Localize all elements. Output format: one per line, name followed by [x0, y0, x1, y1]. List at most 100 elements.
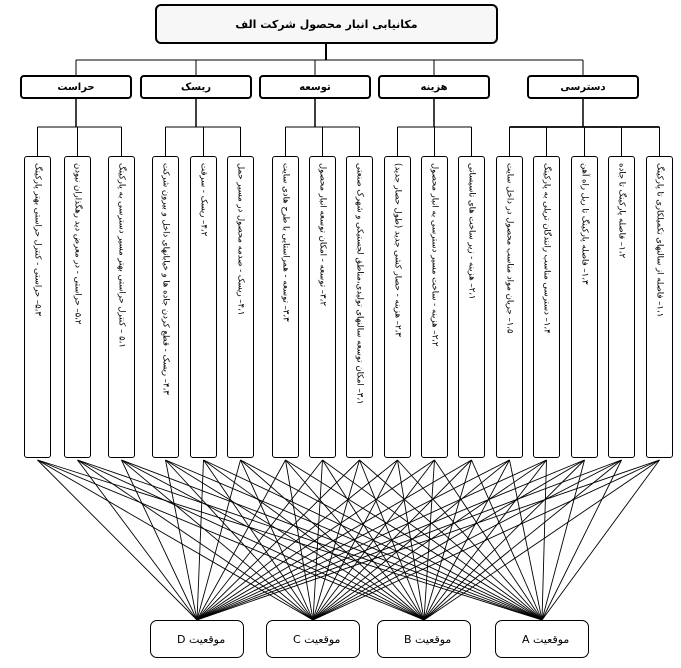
- subcriterion-alternative-link: [196, 459, 360, 621]
- subcriterion-alternative-link: [359, 459, 543, 621]
- alternative-label: موقعیت C: [293, 632, 341, 646]
- subcriterion-alternative-link: [312, 459, 435, 621]
- subcriterion-alternative-link: [312, 459, 660, 621]
- criterion-label: حراست: [57, 81, 95, 93]
- subcriterion-alternative-link: [240, 459, 425, 621]
- subcriterion-alternative-link: [203, 459, 425, 621]
- subcriterion-label: ۲،۲– هزینه - ساخت مسیر دسترسی به انبار م…: [429, 163, 440, 347]
- subcriterion-box: ۴،۳– ریسک - قطع کردن جاده ها و خیابانهای…: [152, 156, 179, 458]
- subcriterion-label: ۲،۳– هزینه - حصار کشی جدید (طول حصار جدی…: [392, 163, 403, 337]
- subcriterion-alternative-link: [423, 459, 622, 621]
- subcriterion-alternative-link: [312, 459, 510, 621]
- subcriterion-alternative-link: [312, 459, 360, 621]
- subcriterion-alternative-link: [77, 459, 425, 621]
- criterion-security: حراست: [20, 75, 132, 99]
- subcriterion-label: ۴،۱– ریسک - صدمه محصول در مسیر حمل: [235, 163, 246, 316]
- subcriterion-alternative-link: [121, 459, 314, 621]
- subcriterion-alternative-link: [121, 459, 425, 621]
- subcriterion-alternative-link: [423, 459, 472, 621]
- subcriterion-label: ۱،۱– فاصله از سالنهای تکمیلکاری تا پارکی…: [654, 163, 665, 318]
- subcriterion-alternative-link: [509, 459, 543, 621]
- subcriterion-box: ۵،۲– حراستی - در معرض دید رهگذاران نبودن: [64, 156, 91, 458]
- subcriterion-label: ۲،۱– هزینه - زیر ساخت های تاسیساتی: [466, 163, 477, 300]
- subcriterion-label: ۴،۳– ریسک - قطع کردن جاده ها و خیابانهای…: [160, 163, 171, 395]
- subcriterion-alternative-link: [240, 459, 314, 621]
- subcriterion-alternative-link: [312, 459, 472, 621]
- subcriterion-box: ۳،۲– توسعه - امکان توسعه انبار محصول: [309, 156, 336, 458]
- subcriterion-alternative-link: [285, 459, 314, 621]
- subcriterion-alternative-link: [196, 459, 547, 621]
- criterion-label: دسترسی: [560, 81, 606, 93]
- criterion-label: ریسک: [181, 81, 211, 93]
- subcriterion-box: ۱،۳– فاصله پارکینگ تا ریل راه آهن: [571, 156, 598, 458]
- subcriterion-label: ۳،۳– توسعه - همراستایی با طرح هادی سایت: [280, 163, 291, 322]
- subcriterion-alternative-link: [285, 459, 543, 621]
- subcriterion-alternative-link: [434, 459, 543, 621]
- subcriterion-label: ۱،۴– دسترسی مناسب رانندگان تریلی به پارک…: [541, 163, 552, 334]
- subcriterion-box: ۱،۲– فاصله پارکینگ تا جاده: [608, 156, 635, 458]
- subcriterion-alternative-link: [196, 459, 622, 621]
- goal-box: مکانیابی انبار محصول شرکت الف: [155, 4, 498, 44]
- goal-label: مکانیابی انبار محصول شرکت الف: [235, 17, 418, 31]
- subcriterion-alternative-link: [541, 459, 585, 621]
- criterion-risk: ریسک: [140, 75, 252, 99]
- subcriterion-alternative-link: [121, 459, 198, 621]
- subcriterion-box: ۲،۲– هزینه - ساخت مسیر دسترسی به انبار م…: [421, 156, 448, 458]
- subcriterion-alternative-link: [312, 459, 585, 621]
- subcriterion-box: ۱،۵– جریان مواد مناسب محصول در داخل سایت: [496, 156, 523, 458]
- subcriterion-alternative-link: [541, 459, 622, 621]
- subcriterion-box: ۴،۲– ریسک - سرقت: [190, 156, 217, 458]
- subcriterion-box: ۲،۳– هزینه - حصار کشی جدید (طول حصار جدی…: [384, 156, 411, 458]
- subcriterion-alternative-link: [196, 459, 286, 621]
- alternative-label: موقعیت B: [404, 632, 452, 646]
- subcriterion-alternative-link: [203, 459, 314, 621]
- alternative-d: موقعیت D: [150, 620, 244, 658]
- subcriterion-alternative-link: [196, 459, 398, 621]
- criterion-cost: هزینه: [378, 75, 490, 99]
- subcriterion-alternative-link: [196, 459, 585, 621]
- subcriterion-label: ۵،۳– حراستی - کنترل حراستی بهتر پارکینگ: [32, 163, 43, 316]
- criterion-label: هزینه: [420, 81, 448, 93]
- subcriterion-alternative-link: [397, 459, 543, 621]
- subcriterion-alternative-link: [312, 459, 323, 621]
- alternative-b: موقعیت B: [377, 620, 471, 658]
- subcriterion-alternative-link: [37, 459, 425, 621]
- subcriterion-box: ۲،۱– هزینه - زیر ساخت های تاسیساتی: [458, 156, 485, 458]
- subcriterion-alternative-link: [312, 459, 547, 621]
- criterion-label: توسعه: [299, 81, 331, 93]
- subcriterion-alternative-link: [322, 459, 543, 621]
- subcriterion-label: ۵،۲– حراستی - در معرض دید رهگذاران نبودن: [72, 163, 83, 325]
- subcriterion-alternative-link: [196, 459, 472, 621]
- criterion-access: دسترسی: [527, 75, 639, 99]
- subcriterion-alternative-link: [37, 459, 314, 621]
- subcriterion-alternative-link: [165, 459, 198, 621]
- subcriterion-alternative-link: [196, 459, 660, 621]
- subcriterion-label: ۴،۲– ریسک - سرقت: [198, 163, 209, 237]
- subcriterion-box: ۴،۱– ریسک - صدمه محصول در مسیر حمل: [227, 156, 254, 458]
- subcriterion-alternative-link: [196, 459, 323, 621]
- subcriterion-alternative-link: [165, 459, 314, 621]
- subcriterion-alternative-link: [37, 459, 543, 621]
- subcriterion-label: ۱،۵– جریان مواد مناسب محصول در داخل سایت: [504, 163, 515, 334]
- alternative-a: موقعیت A: [495, 620, 589, 658]
- subcriterion-alternative-link: [423, 459, 660, 621]
- subcriterion-box: ۳،۱– امکان توسعه سالنهای تولیدی،مناطق لج…: [346, 156, 373, 458]
- subcriterion-alternative-link: [196, 459, 204, 621]
- criterion-development: توسعه: [259, 75, 371, 99]
- subcriterion-label: ۳،۲– توسعه - امکان توسعه انبار محصول: [317, 163, 328, 306]
- subcriterion-alternative-link: [312, 459, 398, 621]
- subcriterion-label: ۳،۱– امکان توسعه سالنهای تولیدی،مناطق لج…: [354, 163, 365, 405]
- subcriterion-box: ۳،۳– توسعه - همراستایی با طرح هادی سایت: [272, 156, 299, 458]
- subcriterion-alternative-link: [196, 459, 435, 621]
- alternative-label: موقعیت D: [177, 632, 226, 646]
- subcriterion-alternative-link: [471, 459, 543, 621]
- subcriterion-alternative-link: [77, 459, 198, 621]
- subcriterion-alternative-link: [312, 459, 622, 621]
- subcriterion-alternative-link: [196, 459, 510, 621]
- subcriterion-alternative-link: [196, 459, 241, 621]
- subcriterion-label: ۱،۳– فاصله پارکینگ تا ریل راه آهن: [579, 163, 590, 285]
- alternative-c: موقعیت C: [266, 620, 360, 658]
- subcriterion-box: ۵،۳– حراستی - کنترل حراستی بهتر پارکینگ: [24, 156, 51, 458]
- subcriterion-box: ۱،۴– دسترسی مناسب رانندگان تریلی به پارک…: [533, 156, 560, 458]
